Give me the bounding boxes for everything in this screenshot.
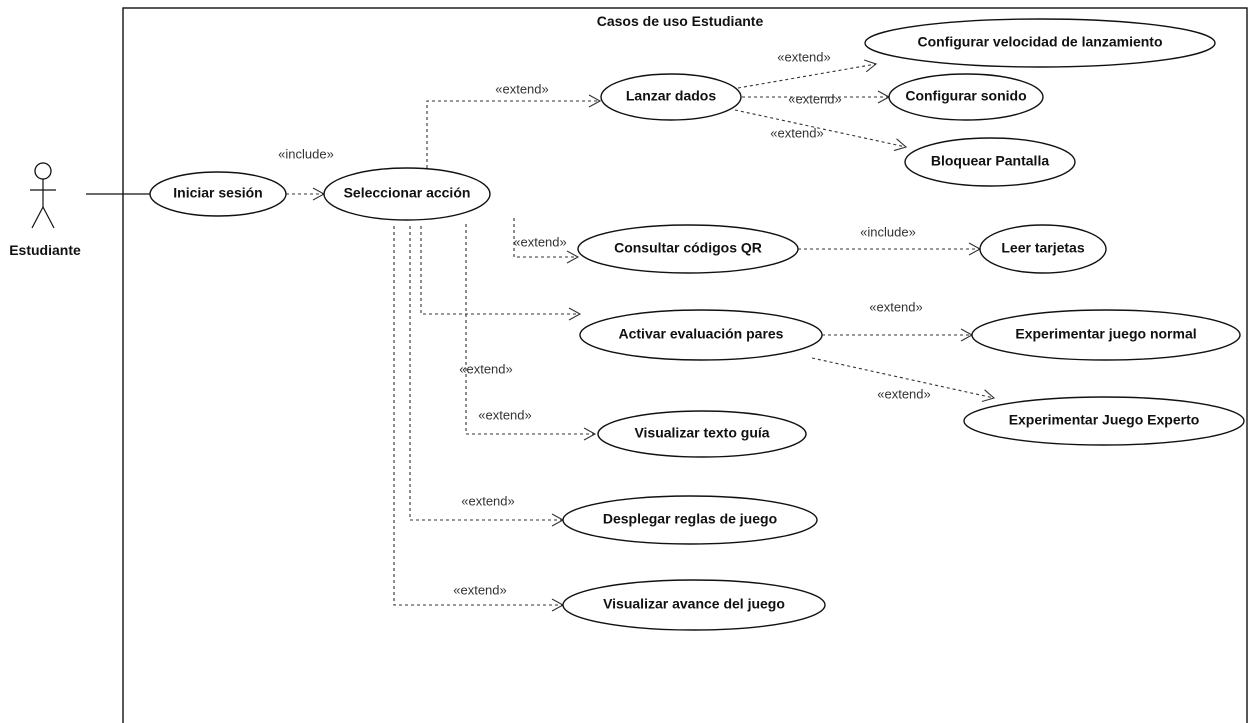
use-case-activar-evaluacion[interactable]: Activar evaluación pares bbox=[579, 309, 823, 361]
use-case-lanzar-dados[interactable]: Lanzar dados bbox=[600, 73, 742, 121]
use-case-juego-experto[interactable]: Experimentar Juego Experto bbox=[963, 396, 1245, 446]
use-case-avance-juego[interactable]: Visualizar avance del juego bbox=[562, 579, 826, 631]
actor-head bbox=[34, 162, 52, 180]
use-case-seleccionar-accion[interactable]: Seleccionar acción bbox=[323, 167, 491, 221]
rel-label-extend-normal: «extend» bbox=[869, 299, 923, 314]
use-case-reglas-juego[interactable]: Desplegar reglas de juego bbox=[562, 495, 818, 545]
use-case-label: Visualizar texto guía bbox=[634, 425, 769, 441]
rel-extend-seleccionar-reglas bbox=[409, 226, 565, 527]
use-case-label: Lanzar dados bbox=[626, 88, 716, 104]
rel-label-include-leer: «include» bbox=[860, 224, 916, 239]
use-case-configurar-sonido[interactable]: Configurar sonido bbox=[888, 73, 1044, 121]
rel-extend-seleccionar-texto bbox=[465, 224, 597, 441]
use-case-texto-guia[interactable]: Visualizar texto guía bbox=[597, 410, 807, 458]
actor-estudiante[interactable]: Estudiante bbox=[9, 162, 81, 258]
use-case-leer-tarjetas[interactable]: Leer tarjetas bbox=[979, 224, 1107, 274]
use-case-label: Desplegar reglas de juego bbox=[603, 511, 777, 527]
rel-seleccionar-activar bbox=[420, 226, 582, 321]
use-case-label: Configurar velocidad de lanzamiento bbox=[917, 34, 1162, 50]
use-case-label: Activar evaluación pares bbox=[619, 326, 784, 342]
actor-label: Estudiante bbox=[9, 242, 81, 258]
rel-label-extend-sonido: «extend» bbox=[788, 91, 842, 106]
rel-extend-lanzar-velocidad bbox=[737, 59, 878, 89]
use-case-label: Experimentar juego normal bbox=[1015, 326, 1196, 342]
rel-extend-activar-experto bbox=[811, 357, 996, 403]
rel-label-extend-lanzar: «extend» bbox=[495, 81, 549, 96]
use-case-label: Visualizar avance del juego bbox=[603, 596, 785, 612]
use-case-juego-normal[interactable]: Experimentar juego normal bbox=[971, 309, 1241, 361]
use-case-label: Seleccionar acción bbox=[344, 185, 471, 201]
actor-left-leg bbox=[31, 206, 44, 229]
rel-extend-lanzar-bloquear bbox=[734, 109, 908, 152]
use-case-label: Iniciar sesión bbox=[173, 185, 262, 201]
rel-label-extend-bloquear: «extend» bbox=[770, 125, 824, 140]
system-boundary bbox=[122, 7, 1248, 723]
use-case-label: Consultar códigos QR bbox=[614, 240, 762, 256]
rel-label-extend-experto: «extend» bbox=[877, 386, 931, 401]
rel-label-extend-avance: «extend» bbox=[453, 582, 507, 597]
rel-label-extend-velocidad: «extend» bbox=[777, 49, 831, 64]
rel-label-extend-texto-b: «extend» bbox=[478, 407, 532, 422]
rel-label-include-iniciar: «include» bbox=[278, 146, 334, 161]
use-case-configurar-velocidad[interactable]: Configurar velocidad de lanzamiento bbox=[864, 18, 1216, 68]
rel-label-extend-reglas: «extend» bbox=[461, 493, 515, 508]
diagram-title: Casos de uso Estudiante bbox=[597, 13, 764, 29]
use-case-consultar-qr[interactable]: Consultar códigos QR bbox=[577, 224, 799, 274]
actor-right-leg bbox=[42, 206, 55, 229]
use-case-label: Experimentar Juego Experto bbox=[1009, 412, 1200, 428]
use-case-bloquear-pantalla[interactable]: Bloquear Pantalla bbox=[904, 137, 1076, 187]
rel-label-extend-consultar: «extend» bbox=[513, 234, 567, 249]
rel-extend-seleccionar-lanzar bbox=[426, 94, 602, 168]
use-case-label: Bloquear Pantalla bbox=[931, 153, 1049, 169]
rel-extend-seleccionar-consultar bbox=[513, 218, 580, 264]
use-case-label: Configurar sonido bbox=[905, 88, 1026, 104]
rel-extend-seleccionar-avance bbox=[393, 226, 565, 612]
use-case-iniciar-sesion[interactable]: Iniciar sesión bbox=[149, 171, 287, 217]
use-case-label: Leer tarjetas bbox=[1001, 240, 1084, 256]
rel-label-extend-texto-a: «extend» bbox=[459, 361, 513, 376]
